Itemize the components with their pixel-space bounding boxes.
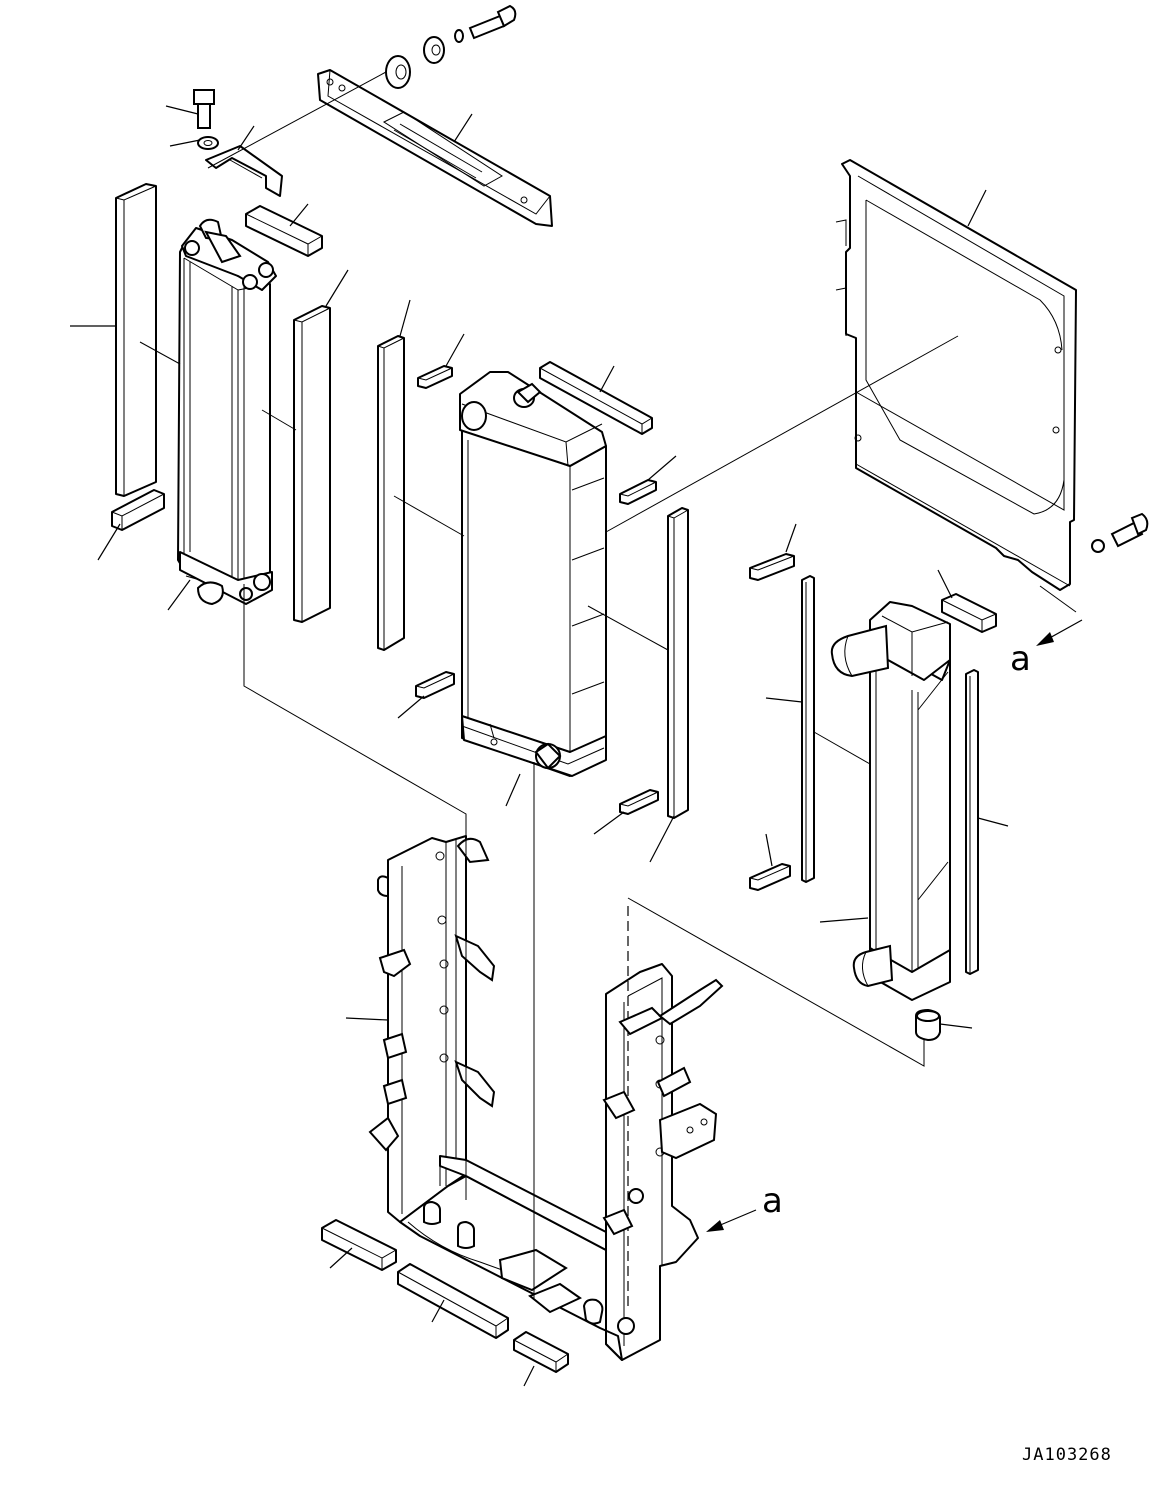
grommet — [915, 1008, 941, 1042]
left-foam-strip — [115, 183, 157, 497]
top-bolt-washer-set — [385, 4, 517, 89]
aftercooler — [830, 601, 951, 1001]
view-label-a-lower: a — [762, 1181, 783, 1221]
foam-strip-2 — [377, 335, 405, 651]
small-block-2 — [417, 365, 453, 389]
foam-strip-3 — [667, 507, 689, 819]
small-block-7 — [941, 593, 997, 633]
view-label-a-upper: a — [1010, 639, 1031, 679]
shroud-bolt — [1091, 512, 1149, 553]
fan-shroud-panel — [835, 159, 1077, 591]
leader-lines — [70, 105, 1009, 1387]
left-top-stay — [205, 145, 283, 197]
left-small-block — [111, 489, 165, 531]
aftercooler-thin-strip-left — [801, 575, 815, 883]
drawing-number: JA103268 — [1022, 1445, 1112, 1465]
upper-bracket — [317, 69, 553, 227]
bottom-strip-3 — [513, 1331, 569, 1373]
small-block-8 — [749, 863, 791, 891]
bottom-strip-2 — [397, 1263, 509, 1339]
view-arrow-upper — [1036, 619, 1083, 646]
strip-top-1 — [245, 205, 323, 257]
bottom-strip-1 — [321, 1219, 397, 1271]
support-frame — [368, 835, 724, 1361]
aftercooler-thin-strip-right — [965, 669, 979, 975]
small-block-4 — [619, 479, 657, 505]
strip-top-2 — [539, 361, 653, 435]
radiator — [459, 371, 607, 777]
left-top-bolt — [193, 89, 219, 150]
small-block-3 — [415, 671, 455, 699]
oil-cooler — [177, 218, 277, 606]
small-block-5 — [619, 789, 659, 815]
small-block-6 — [749, 553, 795, 581]
foam-strip-1 — [293, 305, 331, 623]
assembly-lines — [139, 71, 1077, 1300]
view-arrow-lower — [706, 1209, 757, 1232]
